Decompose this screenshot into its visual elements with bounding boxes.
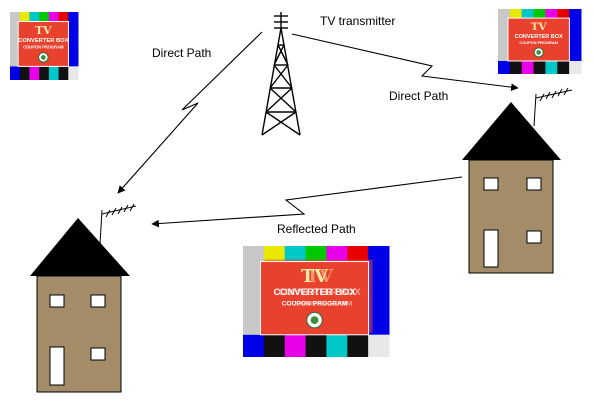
bottom-bar: [569, 61, 582, 74]
color-bar: [569, 9, 582, 61]
right-house-antenna: [533, 87, 573, 127]
left-house-antenna: [99, 203, 137, 245]
color-bar: [498, 9, 511, 61]
card-line2: COUPON PROGRAM: [287, 300, 353, 307]
direct-path-right-arrow: [291, 33, 519, 91]
card-line2: COUPON PROGRAM: [519, 40, 557, 45]
direct-path-left-arrow: [117, 31, 263, 194]
card-title: TV: [301, 266, 329, 287]
bottom-bar: [58, 66, 69, 80]
bottom-bar: [347, 334, 369, 357]
bottom-bar: [10, 66, 21, 80]
card-line1: CONVERTER BOX: [273, 286, 356, 297]
direct-path-left-label: Direct Path: [152, 46, 212, 60]
right-house: [462, 102, 561, 274]
card-title: TV: [35, 24, 52, 37]
bottom-bar: [326, 334, 348, 357]
bottom-bar: [521, 61, 535, 74]
bottom-bar: [305, 334, 327, 357]
left-house-window: [49, 294, 65, 308]
bottom-bar: [243, 334, 265, 357]
card-title: TV: [531, 21, 548, 33]
bottom-bar: [29, 66, 40, 80]
right-house-wall: [468, 159, 554, 274]
right-house-window: [526, 177, 542, 191]
bottom-bar: [284, 334, 307, 357]
seal-center: [40, 55, 46, 60]
bottom-bar: [19, 66, 30, 80]
bottom-bar: [68, 66, 79, 80]
seal-center: [536, 50, 541, 55]
left-house-window: [90, 294, 106, 308]
right-house-roof: [462, 102, 561, 160]
left-house-roof: [30, 218, 130, 276]
tv-transmitter-tower: [261, 12, 301, 136]
right-house-window: [483, 177, 499, 191]
color-bar: [243, 246, 265, 335]
right-house-door: [483, 229, 499, 268]
color-bar: [68, 12, 79, 67]
card-title: TV: [306, 266, 334, 287]
left-house: [30, 218, 130, 393]
bottom-bar: [39, 66, 50, 80]
color-bar: [368, 246, 390, 335]
direct-path-right-label: Direct Path: [389, 89, 449, 103]
card-line1: CONVERTER BOX: [515, 34, 563, 40]
bottom-bar: [498, 61, 511, 74]
card-line1: CONVERTER BOX: [18, 38, 68, 44]
bottom-bar: [557, 61, 570, 74]
seal-center: [310, 316, 319, 325]
bottom-bar: [263, 334, 286, 357]
tv-transmitter-label: TV transmitter: [320, 14, 396, 28]
reflected-path-label: Reflected Path: [277, 222, 356, 236]
right-house-window: [526, 230, 542, 244]
card-line1: CONVERTER BOX: [278, 286, 361, 297]
bottom-bar: [368, 334, 390, 357]
bottom-bar: [509, 61, 523, 74]
bottom-bar: [545, 61, 558, 74]
left-house-window: [90, 347, 106, 361]
color-bar: [10, 12, 21, 67]
card-line2: COUPON PROGRAM: [23, 44, 64, 49]
reflected-path-arrow: [151, 176, 463, 228]
left-house-door: [49, 346, 65, 386]
bottom-bar: [533, 61, 546, 74]
bottom-bar: [48, 66, 60, 80]
card-line2: COUPON PROGRAM: [282, 300, 348, 307]
